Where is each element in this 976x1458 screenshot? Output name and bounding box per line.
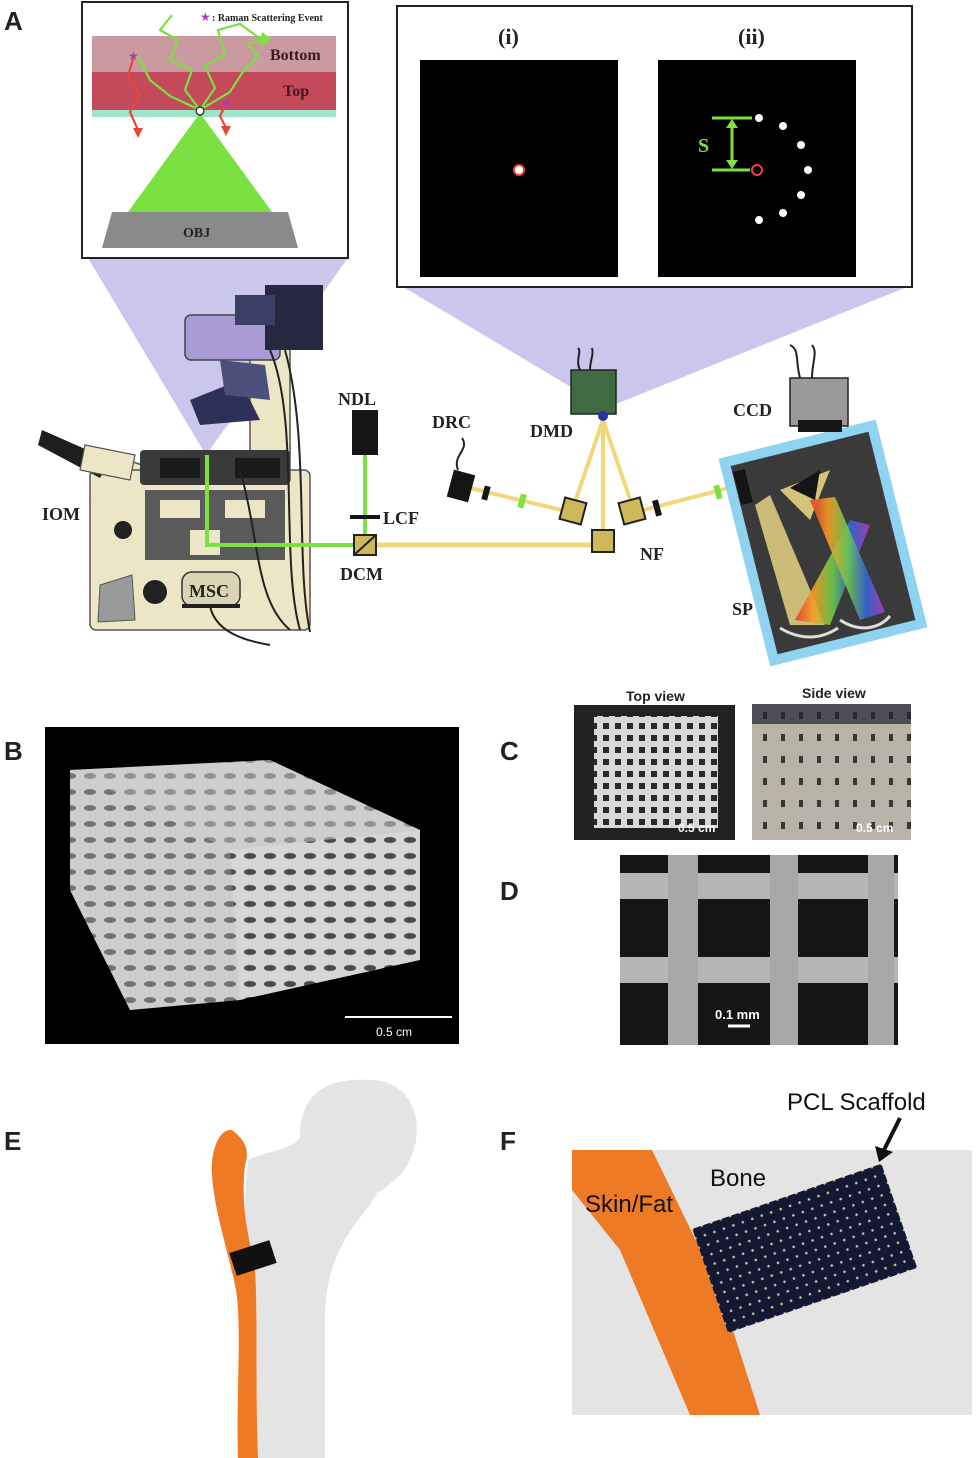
- panel-d-letter: D: [500, 876, 519, 906]
- spacing-arrow-head-up: [726, 119, 738, 128]
- drc-detector: [446, 469, 476, 503]
- ring-spot: [797, 141, 805, 149]
- nf-filter: [652, 499, 662, 517]
- panel-b-letter: B: [4, 736, 23, 766]
- scatter-arrow-green: [260, 32, 272, 46]
- drc-lens: [517, 493, 527, 509]
- sem-struts: [620, 855, 898, 1045]
- scaffold-pointer-arrowhead: [875, 1146, 893, 1162]
- scaffold-implant: [229, 1240, 277, 1276]
- scatter-path-green-1: [158, 14, 201, 111]
- objective-label: OBJ: [183, 226, 210, 241]
- coverslip: [92, 110, 336, 117]
- focal-spot: [195, 106, 205, 116]
- drc-mirror: [558, 496, 588, 526]
- raman-path-red-2: [218, 103, 227, 129]
- ring-spot: [804, 166, 812, 174]
- raman-event-star-icon: ★: [128, 49, 139, 63]
- laser-beam-path: [205, 455, 368, 547]
- spacing-label: S: [698, 135, 709, 157]
- ring-spot: [779, 122, 787, 130]
- ndl-label: NDL: [338, 389, 376, 409]
- pattern-ii-center-spot: [751, 164, 763, 176]
- top-view-scale: 0.5 cm: [678, 821, 715, 835]
- fold-mirror: [591, 529, 615, 553]
- sp-beam: [631, 483, 741, 515]
- ccd-camera: [789, 377, 849, 427]
- nf-label: NF: [640, 544, 664, 564]
- panel-d-scale-label: 0.1 mm: [715, 1007, 760, 1022]
- side-view-photo: [752, 704, 911, 840]
- panel-a-letter: A: [4, 6, 23, 36]
- skin-layer: [211, 1129, 258, 1458]
- bottom-layer-label: Bottom: [270, 47, 321, 64]
- side-view-scale: 0.5 cm: [856, 821, 893, 835]
- raman-arrow-red-1: [133, 128, 143, 138]
- panel-b-scale-label: 0.5 cm: [376, 1025, 412, 1039]
- pattern-i-title: (i): [498, 24, 519, 49]
- bone-label: Bone: [710, 1165, 766, 1192]
- spacing-arrow-head-down: [726, 160, 738, 169]
- scaffold-pointer-arrow: [882, 1117, 902, 1151]
- dcm-label: DCM: [340, 564, 383, 584]
- panel-e-letter: E: [4, 1126, 21, 1156]
- raman-star-icon: ★: [200, 10, 211, 24]
- inset-right-projection: [400, 285, 912, 408]
- msc-label: MSC: [189, 581, 229, 601]
- scatter-path-green-2: [199, 22, 263, 111]
- panel-f-letter: F: [500, 1126, 516, 1156]
- dmd-pattern-inset: (i) (ii) S: [396, 5, 913, 288]
- top-view-title: Top view: [626, 688, 685, 704]
- raman-event-star-icon: ★: [221, 97, 232, 111]
- ring-spot: [779, 209, 787, 217]
- femur-outline: [245, 1079, 417, 1458]
- ccd-label: CCD: [733, 400, 772, 420]
- femur-notch: [376, 1188, 388, 1200]
- spectrometer: [718, 419, 928, 667]
- ndl-laser: [352, 410, 378, 455]
- top-view-grid: [594, 716, 718, 828]
- ring-spot: [755, 216, 763, 224]
- scatter-path-green-4: [133, 55, 201, 111]
- panel-c-letter: C: [500, 736, 519, 766]
- raman-legend-label: : Raman Scattering Event: [212, 13, 323, 24]
- objective-lens: [102, 212, 298, 248]
- drc-cable: [455, 437, 465, 471]
- iom-label: IOM: [42, 504, 80, 524]
- pattern-ii-frame: [658, 60, 856, 277]
- lcf-label: LCF: [383, 508, 419, 528]
- inverted-microscope: [38, 285, 323, 646]
- skin-fat-region: [572, 1150, 760, 1415]
- pattern-ii-title: (ii): [738, 24, 765, 49]
- sample-inset: ★ : Raman Scattering Event Bottom Top OB…: [81, 1, 349, 259]
- dmd-cable: [577, 347, 581, 371]
- side-view-title: Side view: [802, 685, 866, 701]
- raman-path-red-1: [126, 55, 142, 131]
- dmd-label: DMD: [530, 421, 573, 441]
- bottom-layer: [92, 36, 336, 72]
- drc-label: DRC: [432, 412, 471, 432]
- pcl-scaffold: [692, 1163, 918, 1333]
- pcl-scaffold-label: PCL Scaffold: [787, 1089, 926, 1116]
- skin-fat-label: Skin/Fat: [585, 1191, 673, 1218]
- pattern-i-center-spot: [513, 164, 525, 176]
- nf-mirror: [617, 496, 647, 526]
- drc-lens: [481, 485, 491, 501]
- ccd-cable: [789, 344, 801, 379]
- laser-cone: [128, 113, 272, 212]
- raman-arrow-red-2: [221, 126, 231, 136]
- sp-label: SP: [732, 599, 753, 619]
- top-layer-label: Top: [283, 83, 309, 100]
- dmd-device: [570, 369, 617, 415]
- scaffold-3d-render: [70, 760, 420, 1010]
- sp-lens: [713, 484, 723, 500]
- ring-spot: [755, 114, 763, 122]
- scatter-path-green-3: [199, 36, 271, 111]
- ring-spot: [797, 191, 805, 199]
